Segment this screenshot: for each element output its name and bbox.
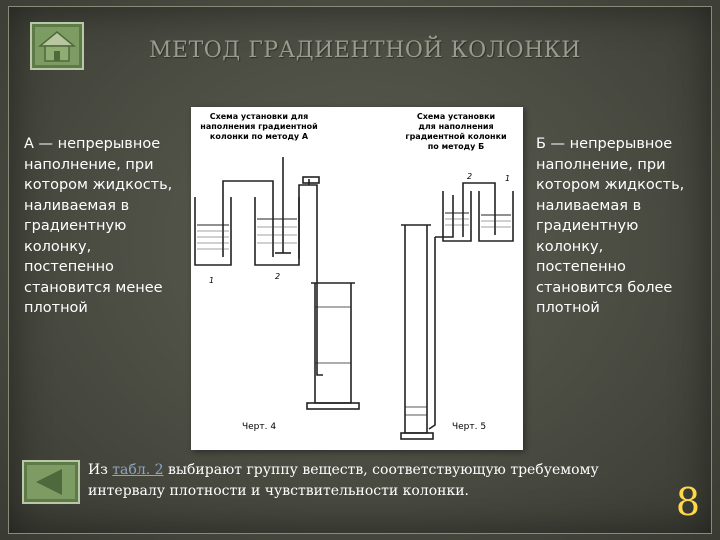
slide-frame bbox=[8, 6, 712, 534]
apparatus-diagram: Схема установки для наполнения градиентн… bbox=[191, 107, 523, 450]
back-arrow-icon bbox=[36, 469, 62, 495]
bottom-paragraph: Из табл. 2 выбирают группу веществ, соот… bbox=[88, 460, 668, 502]
table-2-link[interactable]: табл. 2 bbox=[112, 462, 164, 478]
back-button[interactable] bbox=[22, 460, 80, 504]
caption-a-line-2: наполнения градиентной bbox=[200, 122, 317, 131]
caption-a-line-3: колонки по методу А bbox=[210, 132, 309, 141]
label-1-b: 1 bbox=[505, 174, 510, 183]
bottom-text-suffix: выбирают группу веществ, соответствующую… bbox=[88, 462, 599, 499]
caption-b-line-4: по методу Б bbox=[428, 142, 484, 151]
bottom-text-prefix: Из bbox=[88, 462, 113, 478]
home-icon bbox=[37, 31, 77, 62]
label-1-a: 1 bbox=[209, 276, 214, 285]
page-number: 8 bbox=[675, 480, 701, 524]
caption-a-line-1: Схема установки для bbox=[210, 112, 309, 121]
label-2-a: 2 bbox=[275, 272, 280, 281]
caption-b-line-1: Схема установки bbox=[417, 112, 495, 121]
method-a-description: А — непрерывное наполнение, при котором … bbox=[24, 136, 173, 316]
caption-b-line-2: для наполнения bbox=[418, 122, 493, 131]
figure-label-a: Черт. 4 bbox=[242, 422, 276, 432]
slide-title: МЕТОД ГРАДИЕНТНОЙ КОЛОНКИ bbox=[149, 38, 581, 63]
home-button[interactable] bbox=[30, 22, 84, 70]
label-2-b: 2 bbox=[467, 172, 472, 181]
figure-label-b: Черт. 5 bbox=[452, 422, 486, 432]
caption-b-line-3: градиентной колонки bbox=[405, 132, 506, 141]
method-b-description: Б — непрерывное наполнение, при котором … bbox=[536, 136, 685, 316]
